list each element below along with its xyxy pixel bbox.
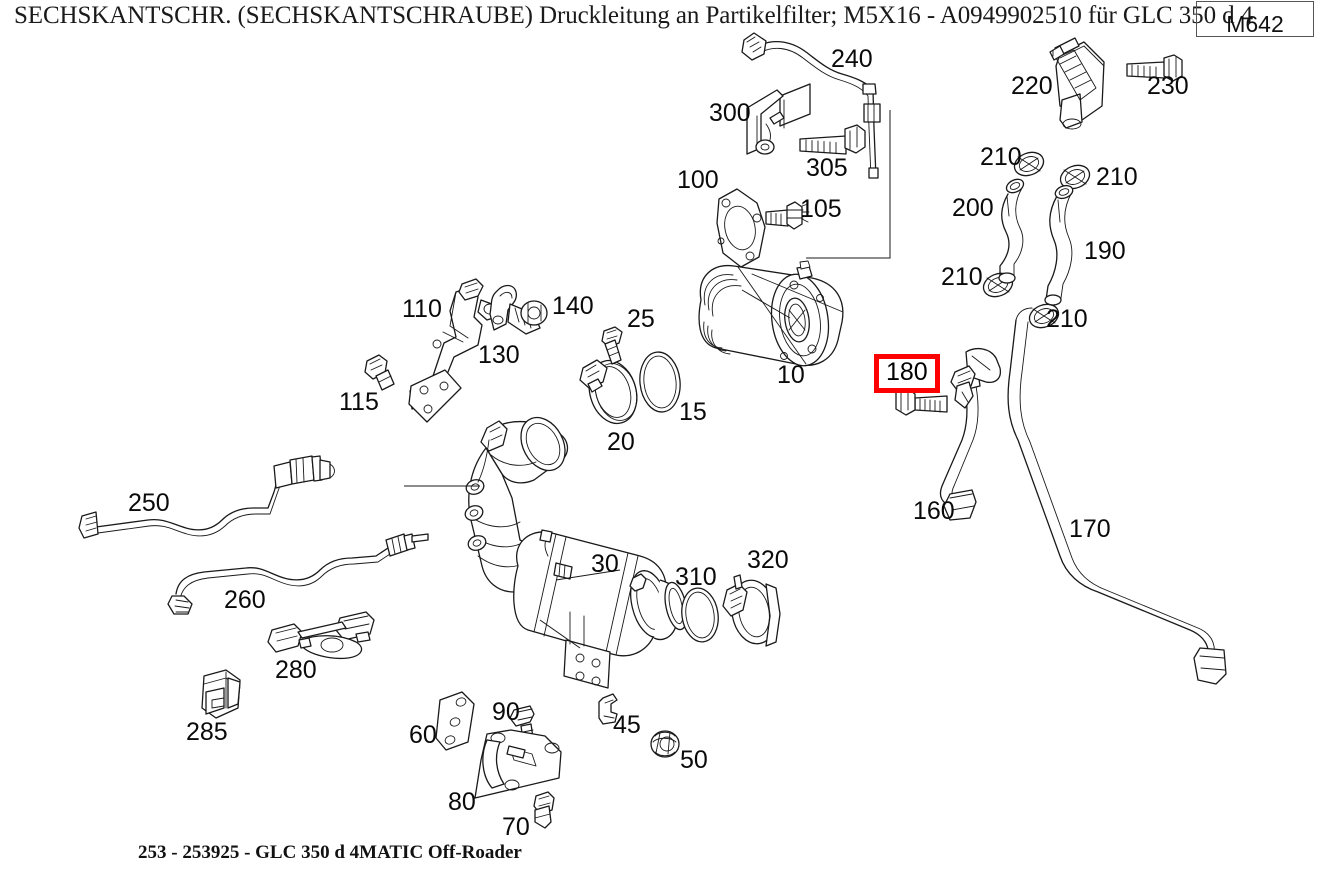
part-210b-hose-clamp [1059, 164, 1091, 190]
part-170-pipe [1007, 319, 1227, 685]
callout-240[interactable]: 240 [831, 45, 873, 73]
callout-70[interactable]: 70 [502, 813, 530, 841]
leader-170-top [1015, 307, 1033, 321]
callout-115[interactable]: 115 [339, 388, 379, 416]
callout-285[interactable]: 285 [186, 718, 228, 746]
callout-170[interactable]: 170 [1069, 515, 1111, 543]
part-240-pressure-line [741, 32, 881, 179]
part-105-screw [765, 201, 810, 230]
callout-320[interactable]: 320 [747, 546, 789, 574]
engine-code-box: M642 [1196, 1, 1314, 37]
callout-105[interactable]: 105 [800, 195, 842, 223]
callout-80[interactable]: 80 [448, 788, 476, 816]
callout-25[interactable]: 25 [627, 305, 655, 333]
page-title: SECHSKANTSCHR. (SECHSKANTSCHRAUBE) Druck… [14, 2, 1254, 29]
part-285-clip [201, 669, 241, 719]
part-190-hose [1044, 184, 1074, 306]
callout-180[interactable]: 180 [874, 354, 940, 393]
part-20-clamp [579, 359, 638, 425]
leader-30 [555, 569, 621, 581]
engine-code-label: M642 [1226, 11, 1284, 37]
callout-190[interactable]: 190 [1084, 237, 1126, 265]
callout-100[interactable]: 100 [677, 166, 719, 194]
part-280-bracket [267, 611, 375, 660]
callout-210a[interactable]: 210 [980, 143, 1022, 171]
callout-15[interactable]: 15 [679, 398, 707, 426]
leader-10-internal [741, 289, 791, 319]
callout-210c[interactable]: 210 [941, 263, 983, 291]
part-45-clip [598, 693, 618, 725]
callout-10[interactable]: 10 [777, 361, 805, 389]
callout-305[interactable]: 305 [806, 154, 848, 182]
footer-caption: 253 - 253925 - GLC 350 d 4MATIC Off-Road… [138, 842, 522, 863]
callout-90[interactable]: 90 [492, 698, 520, 726]
part-30-catalytic-converter [464, 416, 688, 689]
part-210d-hose-clamp [1028, 303, 1060, 329]
part-10-particulate-filter [698, 260, 844, 367]
part-80-bracket [474, 729, 562, 799]
part-140-nut [520, 300, 548, 326]
callout-20[interactable]: 20 [607, 428, 635, 456]
part-25-bolt [601, 326, 623, 365]
callout-110[interactable]: 110 [402, 295, 442, 323]
part-230-hex-bolt [1126, 54, 1183, 82]
callout-210d[interactable]: 210 [1046, 305, 1088, 333]
part-70-bolt [533, 791, 555, 829]
callout-280[interactable]: 280 [275, 656, 317, 684]
part-220-sensor-module [1049, 37, 1105, 130]
callout-300[interactable]: 300 [709, 99, 751, 127]
part-15-seal-ring [639, 351, 681, 413]
part-50-nut [650, 730, 680, 758]
callout-30[interactable]: 30 [591, 550, 619, 578]
part-60-plate [435, 691, 475, 751]
part-100-gasket-flange [716, 188, 766, 268]
callout-220[interactable]: 220 [1011, 72, 1053, 100]
part-305-hex-bolt [799, 124, 866, 155]
callout-130[interactable]: 130 [478, 341, 520, 369]
leader-30b [539, 619, 581, 649]
part-160-pipe [939, 347, 1002, 521]
part-260-oxygen-sensor [167, 533, 429, 615]
callout-210b[interactable]: 210 [1096, 163, 1138, 191]
part-110-bracket [408, 278, 500, 423]
part-310-seal-ring [681, 587, 719, 643]
callout-310[interactable]: 310 [675, 563, 717, 591]
callout-260[interactable]: 260 [224, 586, 266, 614]
part-200-hose [998, 178, 1025, 284]
callout-200[interactable]: 200 [952, 194, 994, 222]
callout-140[interactable]: 140 [552, 292, 594, 320]
callout-60[interactable]: 60 [409, 721, 437, 749]
callout-160[interactable]: 160 [913, 497, 955, 525]
callout-50[interactable]: 50 [680, 746, 708, 774]
callout-230[interactable]: 230 [1147, 72, 1189, 100]
callout-250[interactable]: 250 [128, 489, 170, 517]
callout-45[interactable]: 45 [613, 711, 641, 739]
part-210a-hose-clamp [1013, 151, 1045, 177]
part-115-bolt [364, 354, 395, 391]
part-300-bracket [746, 83, 811, 155]
part-320-clamp [722, 574, 781, 647]
leader-240 [806, 110, 891, 259]
part-180-hex-bolt [895, 387, 948, 416]
part-250-oxygen-sensor [78, 455, 335, 539]
